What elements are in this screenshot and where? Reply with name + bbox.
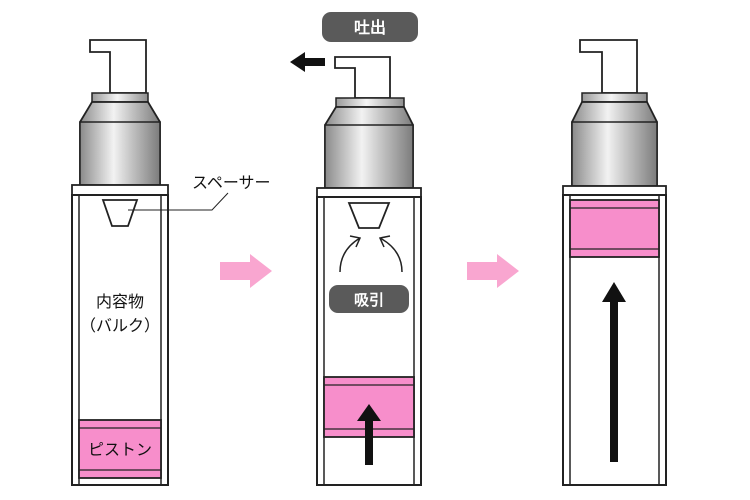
pump-nozzle xyxy=(579,39,638,94)
spacer xyxy=(101,199,139,227)
piston-label: ピストン xyxy=(88,440,152,459)
discharge-badge xyxy=(322,12,418,42)
bottle-initial: スペーサー 内容物 （バルク） ピストン xyxy=(71,39,271,486)
bottle-empty xyxy=(562,39,667,486)
pump-nozzle xyxy=(334,56,391,99)
step-arrow-icon xyxy=(467,254,519,288)
suction-curved-arrows-icon xyxy=(339,235,403,273)
upward-arrow-icon xyxy=(602,282,626,462)
bottle-discharge: 吐出 吸引 xyxy=(290,12,422,486)
suction-badge xyxy=(329,285,409,313)
contents-label-line2: （バルク） xyxy=(80,316,160,335)
piston xyxy=(78,419,162,479)
suction-label: 吸引 xyxy=(354,291,384,309)
bottle-shoulder xyxy=(562,185,667,196)
spacer-leader-line xyxy=(128,192,229,211)
bottle-shoulder xyxy=(71,184,169,196)
pump-collar xyxy=(335,97,405,108)
pump-collar xyxy=(91,92,149,103)
pump-nozzle xyxy=(89,39,147,94)
step-arrow-icon xyxy=(220,254,272,288)
pump-collar xyxy=(581,92,648,103)
bottle-shoulder xyxy=(316,187,422,198)
contents-label-line1: 内容物 xyxy=(96,292,144,311)
discharge-arrow-icon xyxy=(290,52,325,72)
spacer-label: スペーサー xyxy=(192,173,271,192)
spacer xyxy=(347,202,391,229)
discharge-label: 吐出 xyxy=(354,18,386,37)
upward-arrow-icon xyxy=(357,404,381,465)
piston xyxy=(569,199,660,258)
